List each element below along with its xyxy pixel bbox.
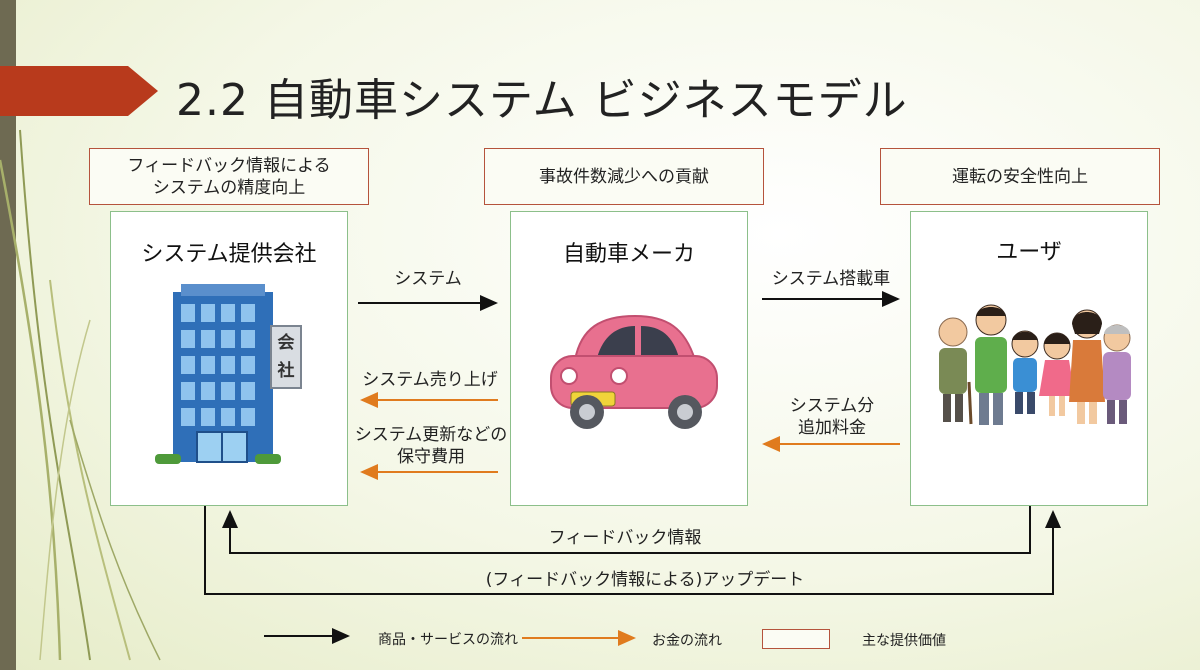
label-feedback: フィードバック情報 <box>548 528 702 548</box>
value-box-maker: 事故件数減少への貢献 <box>484 148 764 205</box>
label-maintenance: システム更新などの 保守費用 <box>354 425 508 467</box>
label-update: (フィードバック情報による)アップデート <box>485 570 805 590</box>
grass-decoration <box>0 129 161 661</box>
legend-goods-label: 商品・サービスの流れ <box>378 632 518 648</box>
actor-name-user: ユーザ <box>996 240 1062 265</box>
label-additional-fee: システム分 追加料金 <box>789 396 875 438</box>
legend-value-box <box>762 629 830 649</box>
family-icon <box>938 304 1131 425</box>
left-decor-strip <box>0 0 16 670</box>
office-building-icon: 会 社 <box>155 284 302 464</box>
arrow-feedback <box>222 506 1031 554</box>
title-arrow-decoration <box>0 66 158 116</box>
actor-box-user: ユーザ <box>910 211 1148 506</box>
car-icon <box>550 314 718 429</box>
label-system-sales: システム売り上げ <box>362 370 498 390</box>
legend-value-label: 主な提供価値 <box>862 633 946 649</box>
label-system-installed-car: システム搭載車 <box>771 269 891 289</box>
actor-box-maker: 自動車メーカ <box>510 211 748 506</box>
building-sign-char-2: 社 <box>277 360 295 381</box>
slide-title: 2.2 自動車システム ビジネスモデル <box>176 75 908 126</box>
boy-figure <box>1011 330 1039 414</box>
legend-money-label: お金の流れ <box>652 633 722 649</box>
value-box-provider: フィードバック情報による システムの精度向上 <box>89 148 369 205</box>
girl-figure <box>1039 332 1075 416</box>
father-figure <box>975 304 1007 425</box>
actor-box-provider: システム提供会社 会 社 <box>110 211 348 506</box>
grandmother-figure <box>1103 324 1131 424</box>
grandfather-figure <box>938 317 973 425</box>
value-box-user: 運転の安全性向上 <box>880 148 1160 205</box>
arrow-update <box>204 506 1061 595</box>
building-sign-char-1: 会 <box>278 332 295 353</box>
actor-name-provider: システム提供会社 <box>141 242 317 267</box>
mother-figure <box>1069 309 1105 424</box>
label-system: システム <box>394 269 462 289</box>
actor-name-maker: 自動車メーカ <box>562 242 695 267</box>
